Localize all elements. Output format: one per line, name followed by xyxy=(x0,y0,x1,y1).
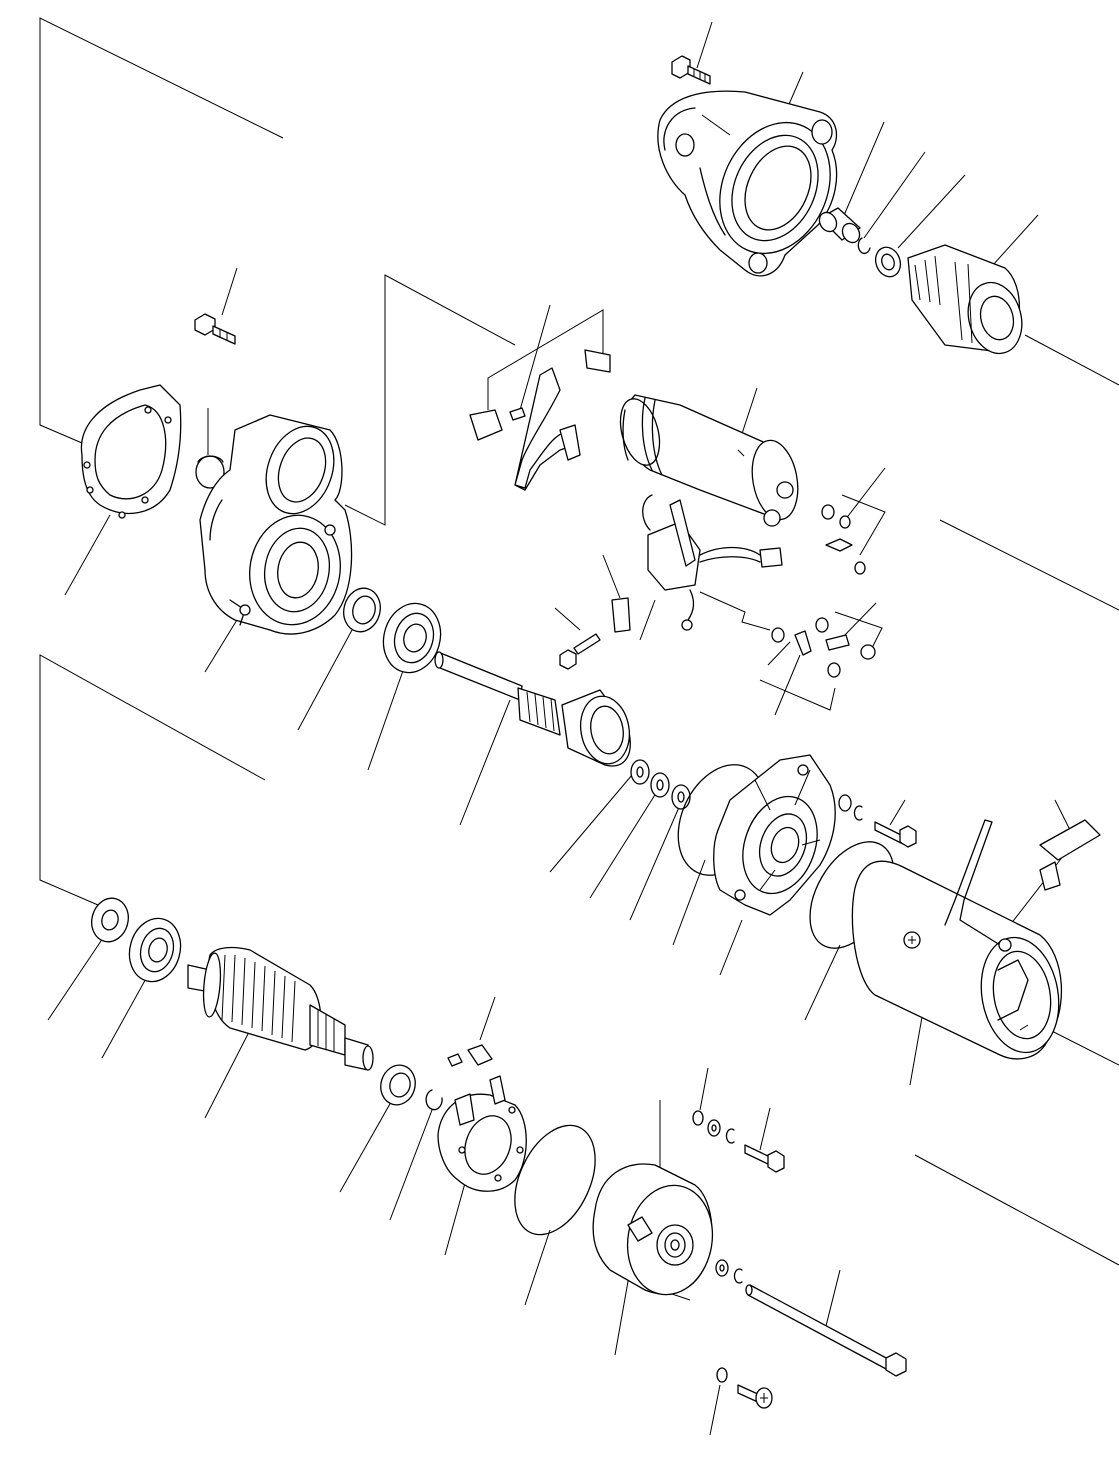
bolt-top xyxy=(671,55,711,85)
cap-plug xyxy=(195,455,225,489)
pinion-clutch xyxy=(907,244,1023,355)
terminal-nuts xyxy=(821,504,866,575)
snap-ring-armature xyxy=(425,1089,443,1111)
relay-assembly xyxy=(611,494,783,633)
pinion-shaft xyxy=(434,651,631,767)
magnetic-switch xyxy=(619,394,799,527)
rear-hardware xyxy=(692,1110,785,1383)
o-ring-rear xyxy=(514,1124,596,1236)
yoke-field-frame xyxy=(851,819,1062,1060)
bearing-armature-front xyxy=(128,917,182,983)
lock-washer-center xyxy=(838,794,863,821)
washer-3 xyxy=(671,784,691,810)
bearing-front xyxy=(382,602,442,674)
front-housing xyxy=(199,414,353,635)
washer-1 xyxy=(630,759,650,785)
center-housing xyxy=(713,754,836,916)
drive-housing xyxy=(657,90,838,277)
armature xyxy=(187,946,374,1071)
rear-cover xyxy=(592,1163,714,1296)
snap-ring-small xyxy=(857,237,871,254)
through-bolt xyxy=(745,1284,907,1377)
seal-ring xyxy=(343,587,381,633)
screw-bottom xyxy=(737,1384,773,1409)
gasket xyxy=(80,384,182,519)
terminal-lead xyxy=(1039,819,1101,891)
terminal-hardware xyxy=(771,617,876,678)
washer-2 xyxy=(650,772,670,798)
washer-armature xyxy=(91,897,129,943)
bearing-armature-rear xyxy=(380,1064,416,1106)
stop-collar xyxy=(874,246,902,278)
bolt-center xyxy=(874,821,917,848)
brush-set xyxy=(447,1044,493,1067)
brush-holder xyxy=(437,1075,527,1192)
group-bracket-lines xyxy=(39,17,1119,1301)
bolt-left xyxy=(194,313,236,345)
shift-lever xyxy=(469,349,611,491)
bushing xyxy=(818,207,861,244)
callout-leader-lines xyxy=(47,21,1076,1436)
bolt-relay xyxy=(559,633,601,670)
